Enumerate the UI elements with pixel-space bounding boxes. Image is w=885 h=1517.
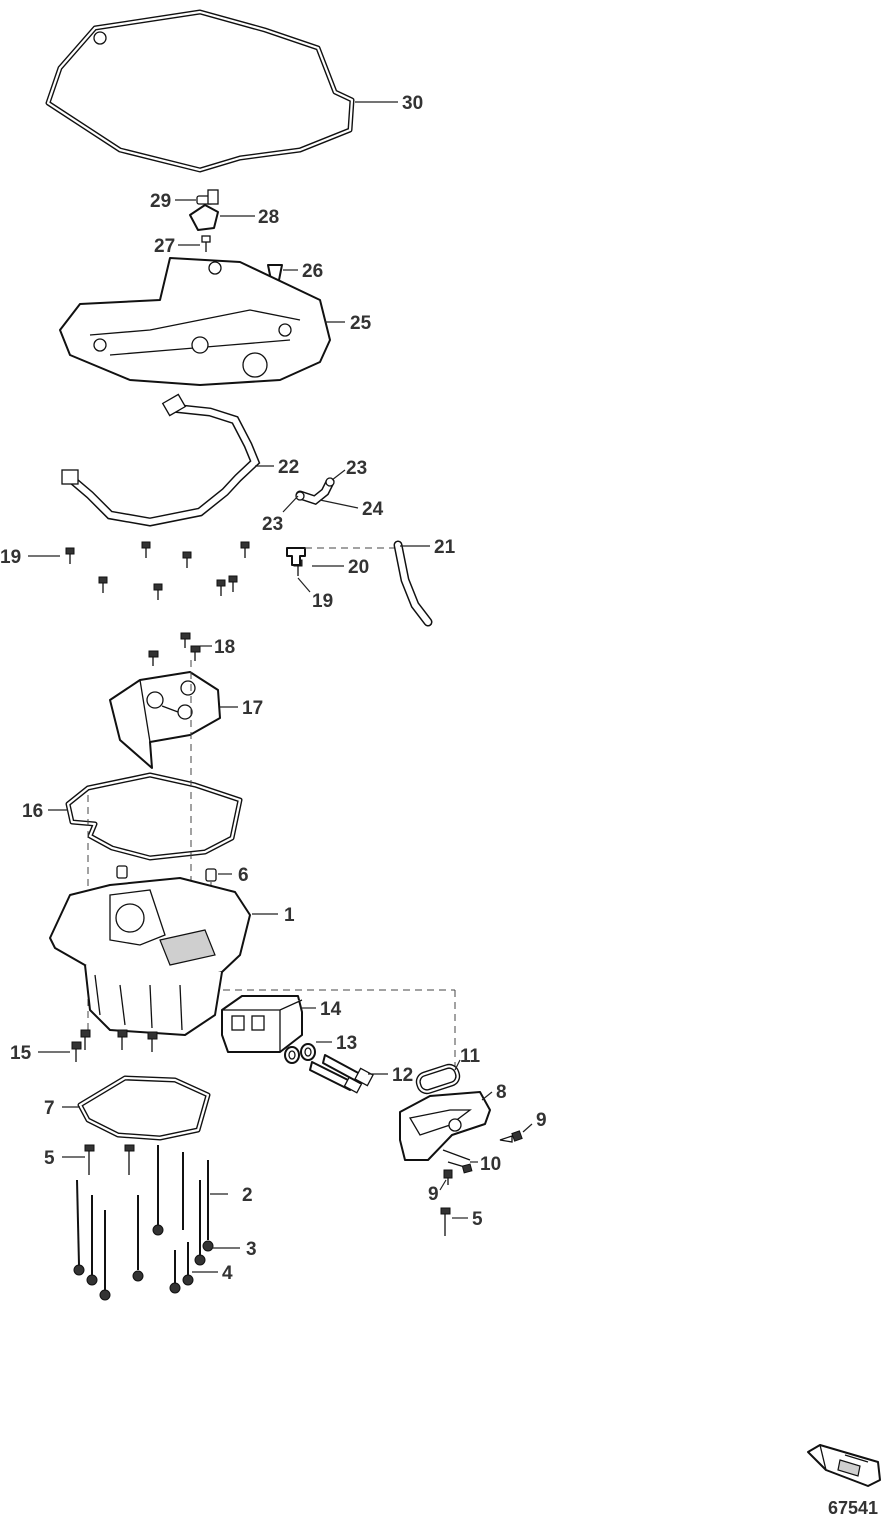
callout-28: 28 (258, 207, 279, 228)
callout-17: 17 (242, 698, 263, 719)
callout-23: 23 (262, 514, 283, 535)
callout-21: 21 (434, 537, 456, 558)
callout-9: 9 (536, 1110, 547, 1131)
callout-14: 14 (320, 999, 342, 1020)
callout-4: 4 (222, 1263, 233, 1284)
part-10-studs (442, 1149, 473, 1174)
callout-2: 2 (242, 1185, 253, 1206)
callout-29: 29 (150, 191, 171, 212)
part-13-washers (284, 1043, 316, 1064)
callout-12: 12 (392, 1065, 413, 1086)
callout-30: 30 (402, 93, 423, 114)
callout-23: 23 (346, 458, 367, 479)
part-5-bolts (84, 1144, 451, 1236)
part-16-gasket (65, 772, 243, 861)
callout-8: 8 (496, 1082, 507, 1103)
callout-27: 27 (154, 236, 175, 257)
part-2-studs (76, 1145, 209, 1290)
part-25-plate (59, 257, 331, 386)
part-3-nuts (73, 1224, 214, 1301)
callout-15: 15 (10, 1043, 32, 1064)
part-27-screw (201, 235, 211, 252)
callout-1: 1 (284, 905, 295, 926)
figure-number: 67541 (828, 1498, 878, 1517)
callout-22: 22 (278, 457, 299, 478)
part-15-bolts (71, 1029, 158, 1062)
callout-6: 6 (238, 865, 249, 886)
part-11-oring (415, 1063, 461, 1095)
callout-19: 19 (312, 591, 333, 612)
callout-26: 26 (302, 261, 323, 282)
part-23-clamp (295, 477, 335, 501)
callout-24: 24 (362, 499, 384, 520)
callout-5: 5 (44, 1148, 55, 1169)
part-20-fitting (286, 547, 306, 566)
part-12-bolts (309, 1054, 374, 1094)
callout-11: 11 (460, 1046, 481, 1067)
part-8-elbow (399, 1091, 491, 1161)
part-9-screws (443, 1130, 523, 1185)
callout-25: 25 (350, 313, 372, 334)
part-24-small-hose (295, 477, 335, 506)
callout-18: 18 (214, 637, 235, 658)
part-22-harness (61, 393, 261, 527)
callout-20: 20 (348, 557, 369, 578)
part-21-hose (393, 540, 433, 627)
callout-3: 3 (246, 1239, 257, 1260)
callout-10: 10 (480, 1154, 501, 1175)
part-1-housing (49, 877, 251, 1036)
part-14-block (221, 995, 303, 1053)
callout-9: 9 (428, 1184, 439, 1205)
callout-13: 13 (336, 1033, 357, 1054)
callout-7: 7 (44, 1098, 55, 1119)
callout-16: 16 (22, 801, 43, 822)
callout-19: 19 (0, 547, 21, 568)
callout-5: 5 (472, 1209, 483, 1230)
part-19-screws (65, 541, 303, 600)
part-17-cover (109, 671, 221, 769)
boat-locator-icon (807, 1444, 881, 1487)
part-4-spacers (169, 1242, 194, 1294)
part-28-clamp (189, 189, 219, 231)
leader-lines (28, 101, 533, 1273)
part-18-screws (148, 632, 201, 666)
part-7-gasket (77, 1075, 211, 1141)
part-6-dowel (116, 865, 217, 882)
callout-labels: 30 29 28 27 26 25 22 23 24 23 19 21 20 1… (0, 93, 547, 1284)
part-30-gasket (45, 9, 355, 173)
